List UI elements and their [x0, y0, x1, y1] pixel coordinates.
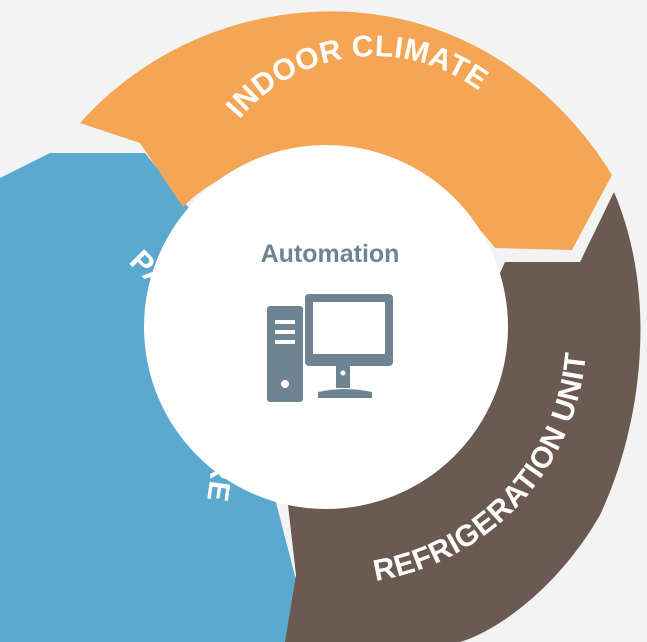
desktop-computer-icon [267, 294, 393, 402]
center-title: Automation [261, 240, 400, 268]
segment-indoor-climate [80, 11, 612, 250]
segment-pad-structure [0, 153, 312, 642]
